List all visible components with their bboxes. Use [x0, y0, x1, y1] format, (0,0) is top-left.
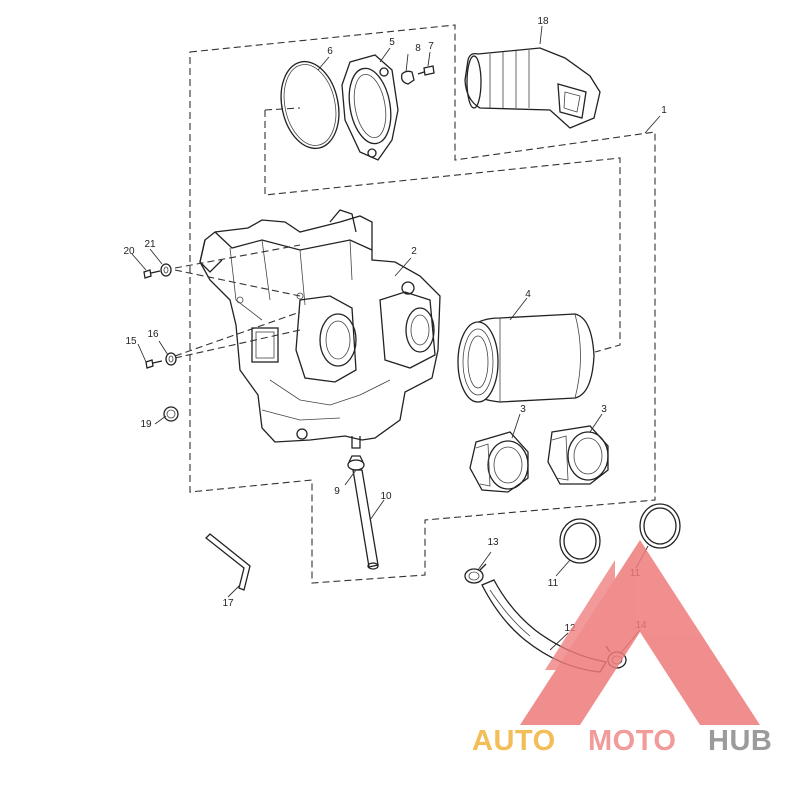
part-8-clip [400, 70, 415, 85]
callout-4: 4 [525, 289, 531, 300]
watermark-text-moto: MOTO [588, 725, 676, 757]
callout-10: 10 [380, 491, 392, 502]
callout-8: 8 [415, 43, 421, 54]
watermark-triangle-outer [520, 540, 760, 725]
watermark-triangle-inner [545, 560, 615, 670]
part-6-o-ring [280, 60, 340, 150]
callout-leader-lines [131, 25, 661, 655]
part-16-grommet [165, 352, 177, 366]
callout-7: 7 [428, 41, 434, 52]
part-3-intake-joint-left [469, 431, 529, 493]
callout-1: 1 [661, 105, 667, 116]
part-4-air-filter [457, 313, 595, 403]
part-21-grommet [160, 263, 172, 277]
callout-20: 20 [123, 246, 135, 257]
callout-12: 12 [564, 623, 576, 634]
part-20-bolt [143, 269, 161, 279]
watermark-logo: AUTO MOTO HUB [472, 540, 772, 757]
callout-11-left: 11 [548, 578, 559, 589]
part-2-airbox-housing [199, 209, 441, 449]
callout-15: 15 [125, 336, 137, 347]
callout-3-left: 3 [520, 404, 526, 415]
callout-17: 17 [222, 598, 234, 609]
callout-2: 2 [411, 246, 417, 257]
callout-9: 9 [334, 486, 340, 497]
callout-16: 16 [147, 329, 159, 340]
part-3-intake-joint-right [547, 425, 609, 485]
watermark-text-hub: HUB [708, 725, 772, 757]
part-7-screw [417, 65, 435, 76]
part-13-hose-clamp [464, 563, 487, 584]
part-11-o-ring-left [559, 518, 601, 564]
part-9-clamp [347, 455, 365, 471]
part-17-hex-key [205, 533, 251, 591]
part-18-intake-boot [464, 47, 601, 129]
callout-6: 6 [327, 46, 333, 57]
part-15-bolt [145, 359, 163, 369]
part-10-drain-tube [352, 469, 379, 570]
callout-13: 13 [487, 537, 499, 548]
inner-dashed-outline [264, 110, 621, 353]
watermark-text-auto: AUTO [472, 725, 556, 757]
callout-5: 5 [389, 37, 395, 48]
callout-3-right: 3 [601, 404, 607, 415]
part-5-intake-flange [341, 54, 399, 161]
callout-18: 18 [537, 16, 549, 27]
part-11-o-ring-right [639, 503, 681, 549]
callout-21: 21 [144, 239, 156, 250]
assembly-boundary-outline [189, 24, 656, 584]
callout-19: 19 [140, 419, 152, 430]
part-19-plug [163, 406, 179, 422]
